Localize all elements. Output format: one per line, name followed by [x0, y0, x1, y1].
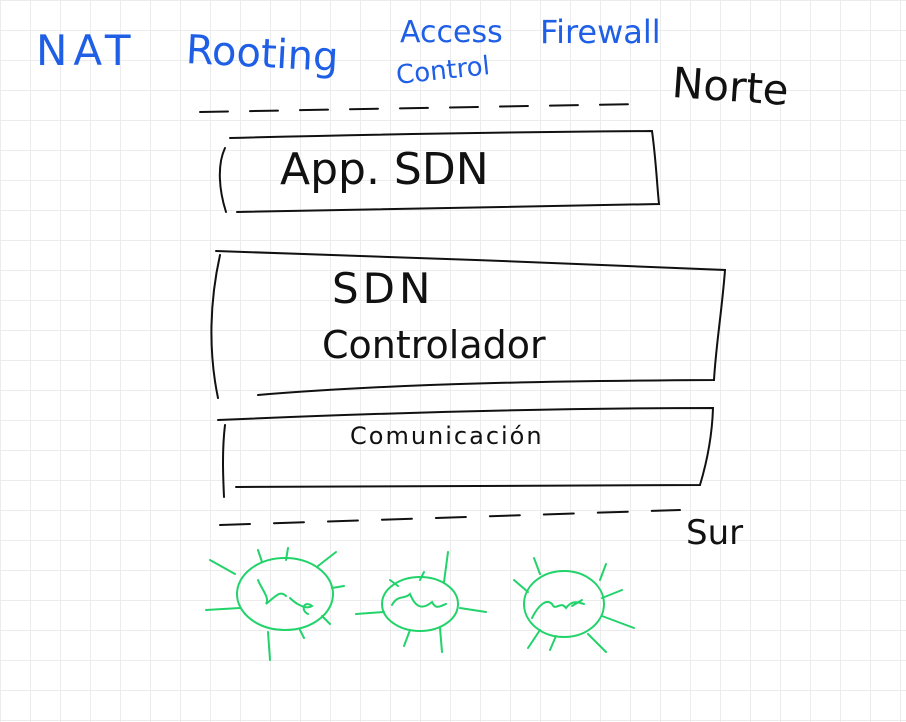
communication-label: Comunicación [350, 422, 544, 450]
app-sdn-box [218, 129, 661, 213]
north-boundary-line [199, 103, 641, 113]
south-label: Sur [686, 513, 744, 553]
controller-label-sdn: SDN [332, 264, 435, 313]
controller-label: Controlador [322, 323, 546, 367]
switch-icon [355, 551, 487, 653]
app-label-access: Access [400, 15, 503, 50]
app-label-routing: Rooting [184, 27, 340, 81]
north-label: Norte [670, 57, 791, 116]
app-label-nat: NAT [36, 26, 137, 75]
app-sdn-label: App. SDN [280, 144, 489, 195]
controller-box [210, 250, 727, 399]
switch-icon [513, 557, 635, 653]
communication-box [217, 406, 715, 498]
app-label-firewall: Firewall [540, 13, 661, 51]
south-boundary-line [219, 509, 681, 526]
switch-icon [205, 547, 345, 661]
